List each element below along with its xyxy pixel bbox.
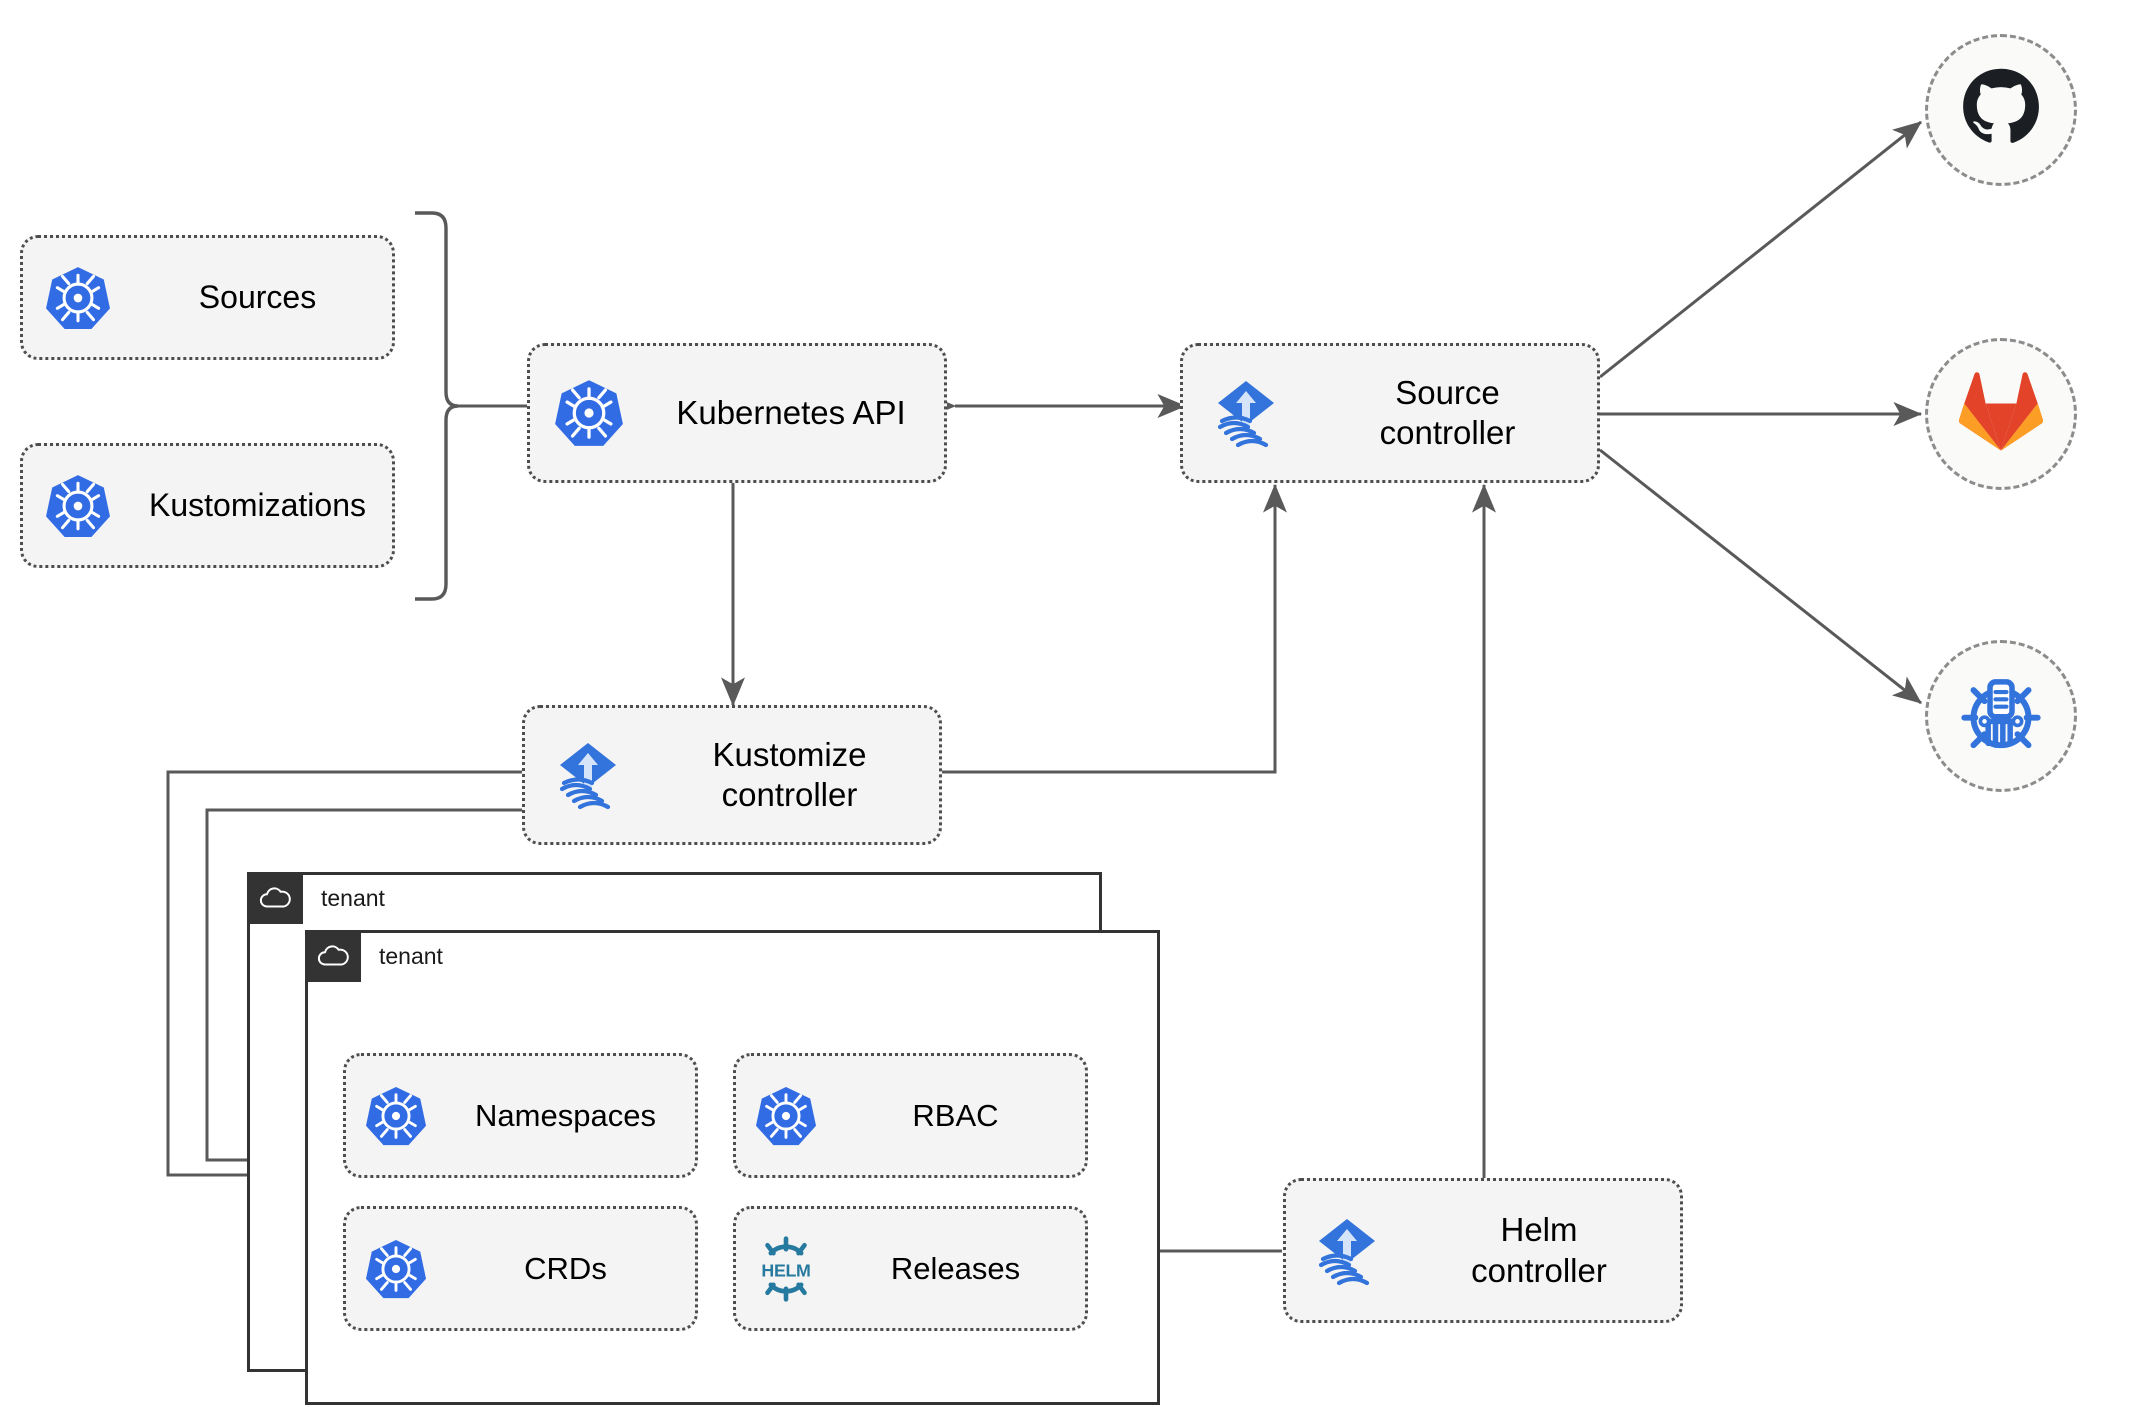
node-kustomizations[interactable]: Kustomizations — [20, 443, 395, 568]
node-kustomize-controller[interactable]: Kustomize controller — [522, 705, 942, 845]
kubernetes-icon — [23, 265, 133, 331]
tenant-header-back: tenant — [247, 872, 385, 924]
node-crds[interactable]: CRDs — [343, 1206, 698, 1331]
helm-icon: HELM — [736, 1235, 836, 1302]
node-helm-controller-label: Helm controller — [1471, 1211, 1607, 1289]
node-helm-controller[interactable]: Helm controller — [1283, 1178, 1683, 1323]
kubernetes-icon — [346, 1238, 446, 1300]
helm-repository-icon — [1955, 670, 2047, 763]
provider-helm-repository[interactable] — [1925, 640, 2077, 792]
tenant-label-back: tenant — [321, 884, 385, 911]
edge-kustomize-to-source — [940, 483, 1287, 774]
node-sources-label: Sources — [198, 278, 317, 315]
kubernetes-icon — [23, 473, 133, 539]
provider-github[interactable] — [1925, 34, 2077, 186]
node-sources[interactable]: Sources — [20, 235, 395, 360]
tenant-label-front: tenant — [379, 942, 443, 969]
cloud-icon — [247, 872, 303, 924]
flux-icon — [525, 735, 650, 815]
kubernetes-icon — [736, 1085, 836, 1147]
cloud-icon — [305, 930, 361, 982]
kubernetes-icon — [530, 378, 648, 448]
node-namespaces-label: Namespaces — [475, 1097, 656, 1133]
node-kustomize-controller-label: Kustomize controller — [712, 735, 867, 813]
svg-text:HELM: HELM — [761, 1260, 810, 1280]
node-kubernetes-api[interactable]: Kubernetes API — [527, 343, 947, 483]
edge-source-to-github — [1599, 120, 1922, 379]
flux-icon — [1183, 373, 1308, 453]
node-crds-label: CRDs — [524, 1250, 607, 1286]
edge-source-to-helm-repository — [1599, 448, 1922, 705]
node-source-controller-label: Source controller — [1379, 373, 1516, 451]
node-kustomizations-label: Kustomizations — [149, 486, 366, 523]
tenant-window-front[interactable]: tenant Namespaces — [305, 930, 1160, 1405]
github-icon — [1960, 67, 2042, 154]
gitlab-icon — [1958, 371, 2044, 458]
provider-gitlab[interactable] — [1925, 338, 2077, 490]
tenant-header-front: tenant — [305, 930, 443, 982]
node-namespaces[interactable]: Namespaces — [343, 1053, 698, 1178]
node-releases[interactable]: HELM Releases — [733, 1206, 1088, 1331]
node-source-controller[interactable]: Source controller — [1180, 343, 1600, 483]
edge-group-brace — [415, 211, 459, 601]
node-kubernetes-api-label: Kubernetes API — [676, 393, 906, 431]
node-rbac[interactable]: RBAC — [733, 1053, 1088, 1178]
flux-icon — [1286, 1211, 1408, 1291]
kubernetes-icon — [346, 1085, 446, 1147]
node-rbac-label: RBAC — [912, 1097, 999, 1133]
node-releases-label: Releases — [890, 1250, 1021, 1286]
